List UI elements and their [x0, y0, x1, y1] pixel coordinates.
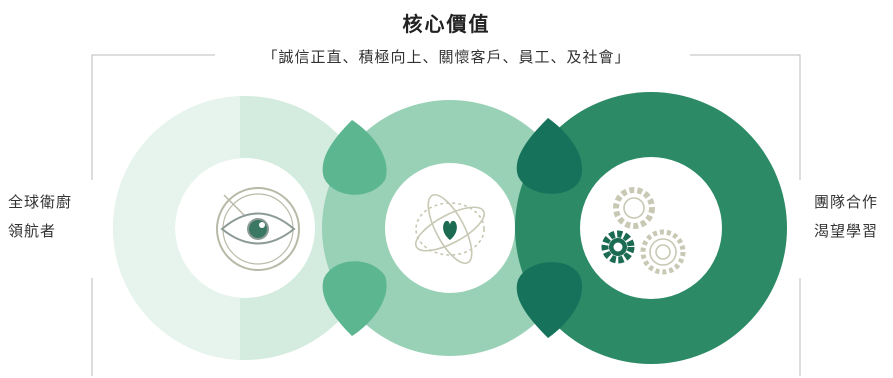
right-label-line1: 團隊合作 — [814, 193, 879, 211]
left-label-line1: 全球衛廚 — [8, 193, 73, 211]
ring-left — [113, 96, 377, 360]
ring-right — [515, 92, 787, 364]
gear-bottom-left — [601, 230, 635, 264]
bracket-line-left — [91, 54, 215, 180]
gear-top — [613, 187, 655, 229]
overlap-left-bottom — [322, 261, 387, 336]
overlap-left-top — [322, 120, 387, 195]
eye-icon — [216, 187, 300, 271]
atom-heart-icon — [415, 194, 485, 264]
page-title: 核心價值 — [402, 12, 491, 36]
overlap-left — [322, 120, 387, 336]
overlap-right-top — [516, 118, 583, 194]
core-values-subtitle: 「誠信正直、積極向上、關懷客戶、員工、及社會」 — [262, 48, 631, 66]
bracket-lines — [91, 54, 801, 376]
ring-middle — [322, 100, 578, 356]
bracket-line-right — [690, 54, 801, 180]
left-label: 全球衛廚 領航者 — [8, 188, 72, 246]
right-label-line2: 渴望學習 — [814, 222, 879, 240]
gears-icon — [601, 187, 686, 275]
overlap-right — [516, 118, 583, 338]
overlap-right-bottom — [516, 262, 583, 338]
gear-bottom-right — [640, 229, 686, 275]
right-label: 團隊合作 渴望學習 — [814, 188, 878, 246]
left-label-line2: 領航者 — [8, 222, 57, 240]
